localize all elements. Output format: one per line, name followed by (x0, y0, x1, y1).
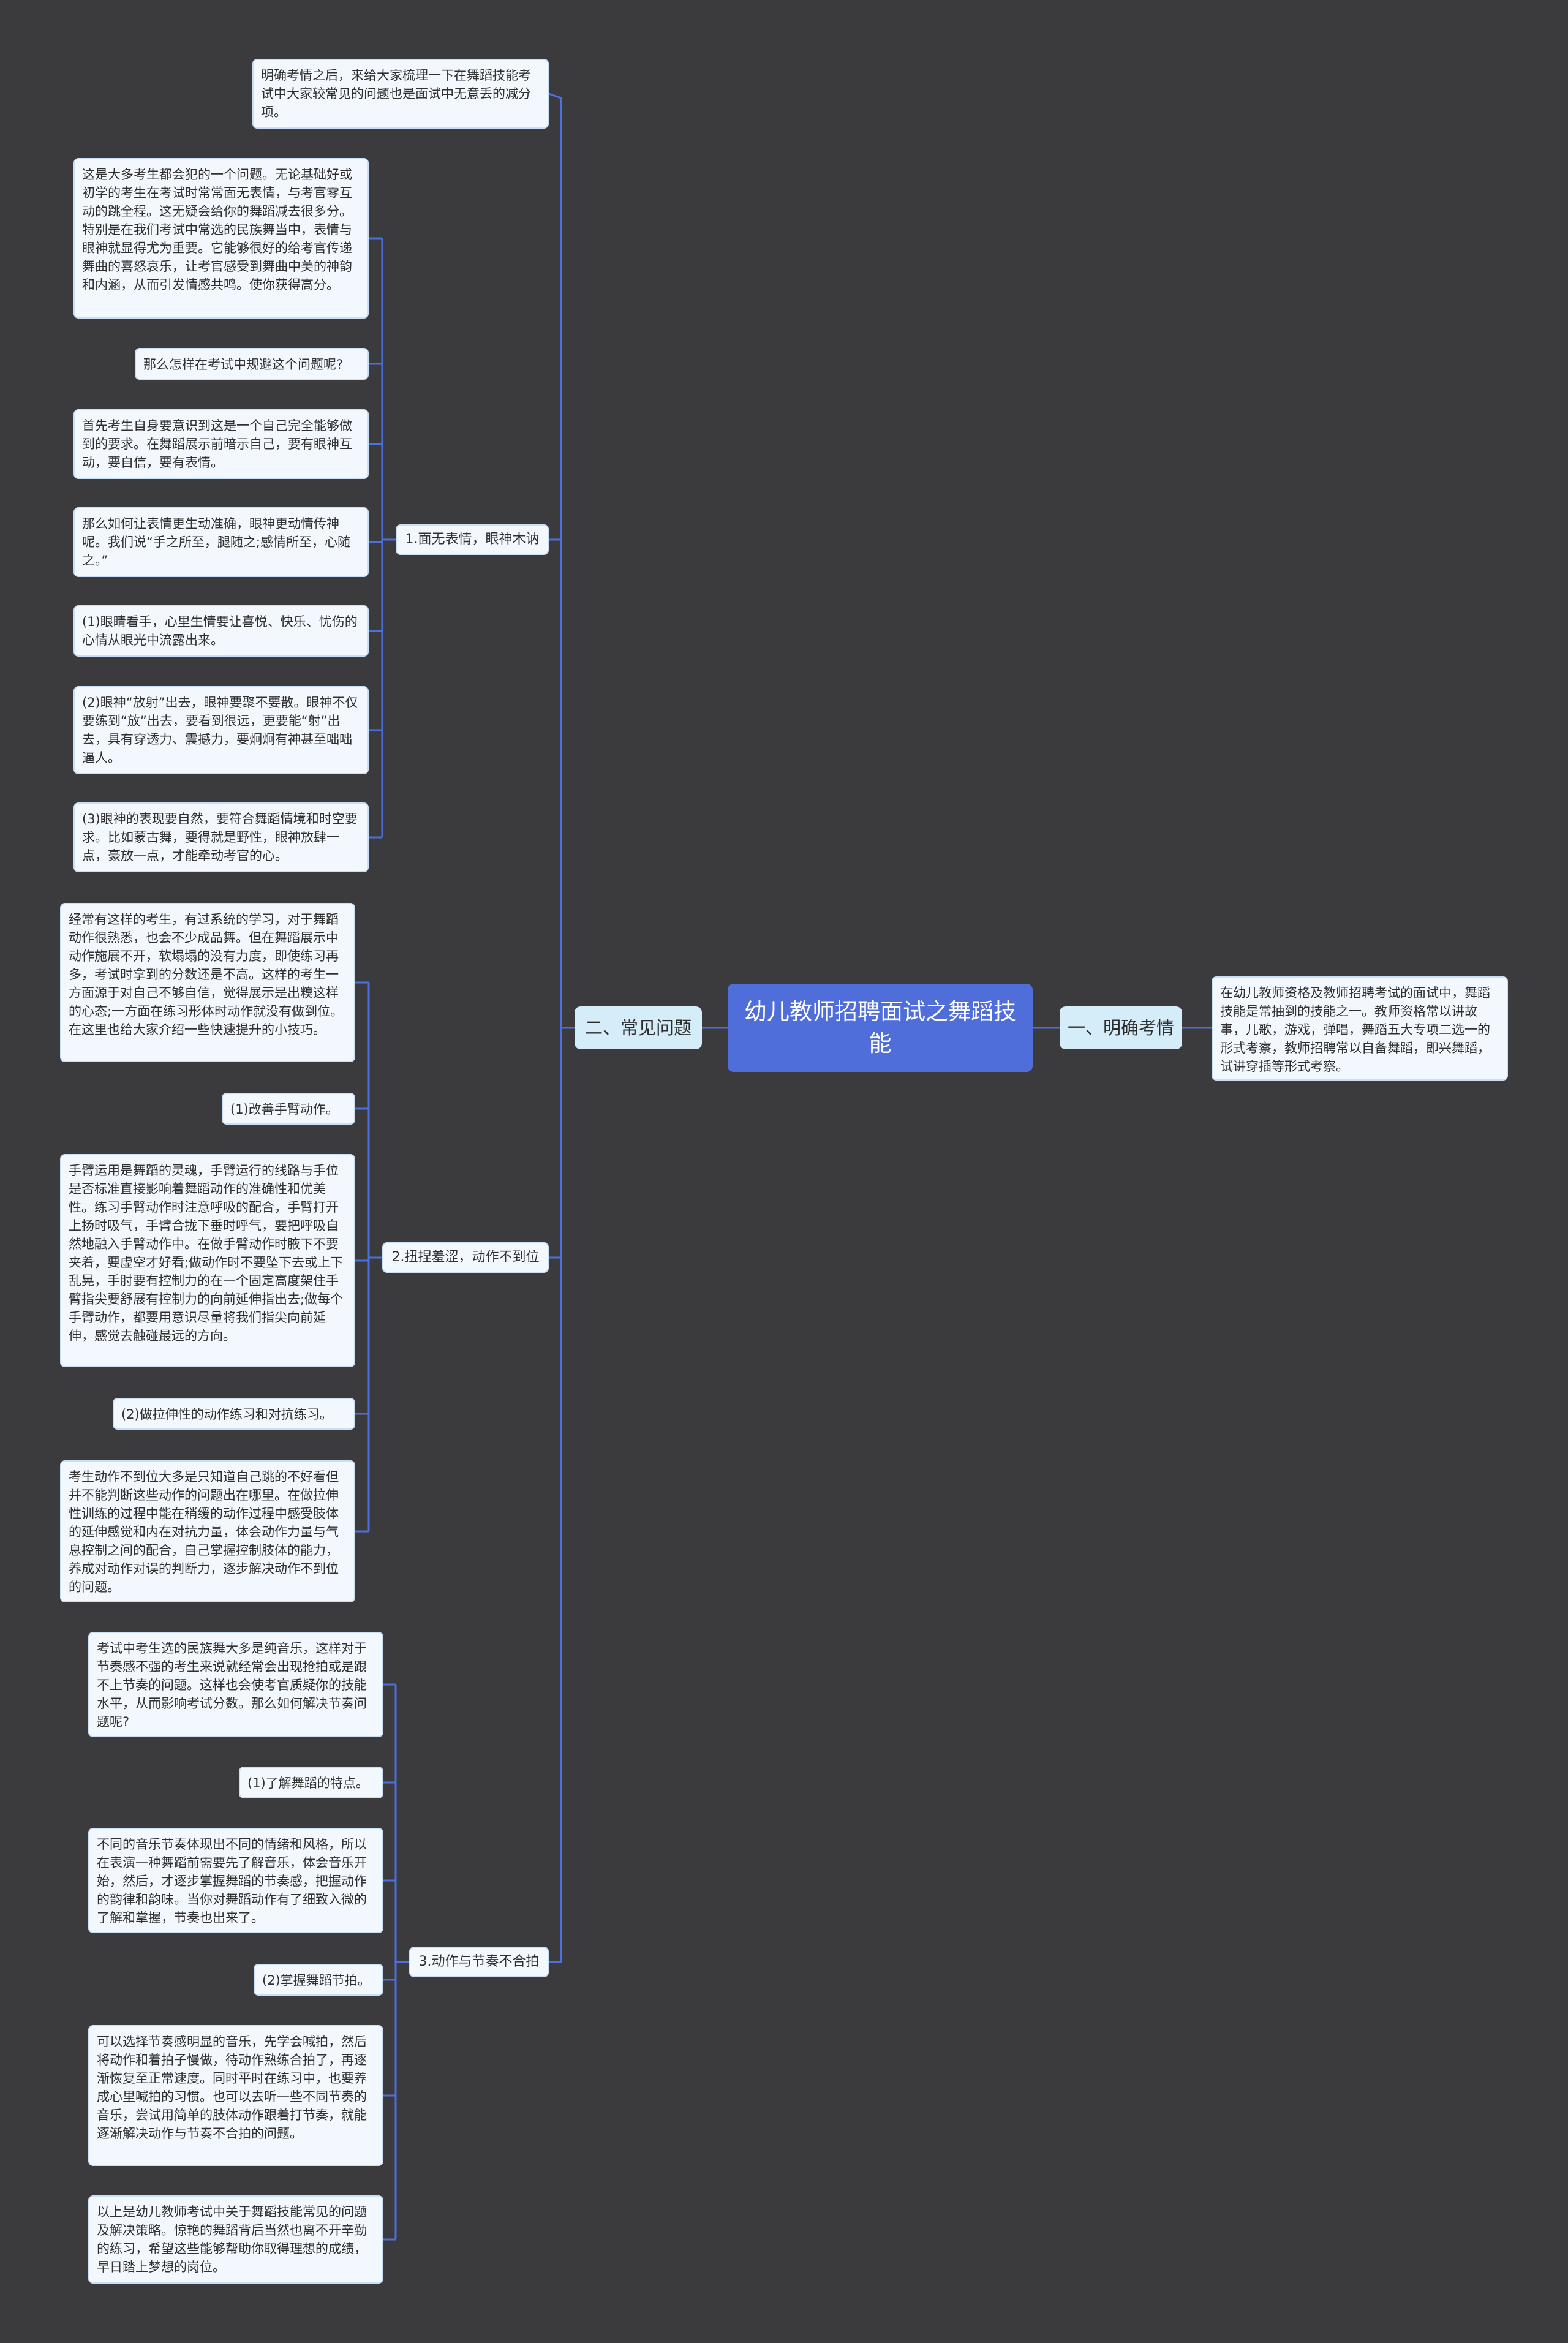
g1-item-problem-desc[interactable]: 这是大多考生都会犯的一个问题。无论基础好或初学的考生在考试时常常面无表情，与考官… (74, 158, 369, 319)
g3-item-text: 考试中考生选的民族舞大多是纯音乐，这样对于节奏感不强的考生来说就经常会出现抢拍或… (97, 1641, 367, 1729)
g2-item-text: 经常有这样的考生，有过系统的学习，对于舞蹈动作很熟悉，也会不少成品舞。但在舞蹈展… (69, 912, 344, 1037)
connector-left-spine (548, 92, 575, 1029)
g1-item-text: 这是大多考生都会犯的一个问题。无论基础好或初学的考生在考试时常常面无表情，与考官… (82, 167, 352, 292)
g2-item-stretch-practice[interactable]: (2)做拉伸性的动作练习和对抗练习。 (113, 1398, 355, 1430)
group-expressionless[interactable]: 1.面无表情，眼神木讷 (396, 524, 549, 555)
g3-item-text: 可以选择节奏感明显的音乐，先学会喊拍，然后将动作和着拍子慢做，待动作熟练合拍了，… (97, 2034, 367, 2141)
g3-item-text: (1)了解舞蹈的特点。 (247, 1776, 369, 1790)
branch-clarify-exam-label: 一、明确考情 (1067, 1017, 1174, 1038)
g2-item-improve-arms[interactable]: (1)改善手臂动作。 (222, 1093, 355, 1125)
g3-item-summary[interactable]: 以上是幼儿教师考试中关于舞蹈技能常见的问题及解决策略。惊艳的舞蹈背后当然也离不开… (88, 2195, 383, 2284)
g1-item-text: 首先考生自身要意识到这是一个自己完全能够做到的要求。在舞蹈展示前暗示自己，要有眼… (82, 418, 352, 470)
g2-item-arm-technique[interactable]: 手臂运用是舞蹈的灵魂，手臂运行的线路与手位是否标准直接影响着舞蹈动作的准确性和优… (60, 1154, 355, 1367)
g2-item-problem-desc[interactable]: 经常有这样的考生，有过系统的学习，对于舞蹈动作很熟悉，也会不少成品舞。但在舞蹈展… (60, 903, 355, 1062)
root-topic[interactable]: 幼儿教师招聘面试之舞蹈技能 (728, 984, 1033, 1072)
g3-item-problem-desc[interactable]: 考试中考生选的民族舞大多是纯音乐，这样对于节奏感不强的考生来说就经常会出现抢拍或… (88, 1632, 383, 1737)
g3-item-text: 不同的音乐节奏体现出不同的情绪和风格，所以在表演一种舞蹈前需要先了解音乐，体会音… (97, 1837, 367, 1925)
group-expressionless-label: 1.面无表情，眼神木讷 (405, 532, 540, 547)
group-shy-movements[interactable]: 2.扭捏羞涩，动作不到位 (382, 1242, 549, 1273)
g3-item-text: (2)掌握舞蹈节拍。 (262, 1973, 371, 1988)
g1-item-awareness[interactable]: 首先考生自身要意识到这是一个自己完全能够做到的要求。在舞蹈展示前暗示自己，要有眼… (74, 409, 369, 479)
g1-item-text: (2)眼神“放射”出去，眼神要聚不要散。眼神不仅要练到“放”出去，要看到很远，更… (82, 695, 358, 765)
g2-item-text: 手臂运用是舞蹈的灵魂，手臂运行的线路与手位是否标准直接影响着舞蹈动作的准确性和优… (69, 1163, 344, 1343)
connector-left-spine-down (549, 1028, 562, 1963)
g3-item-text: 以上是幼儿教师考试中关于舞蹈技能常见的问题及解决策略。惊艳的舞蹈背后当然也离不开… (97, 2205, 367, 2274)
g3-item-beat-practice[interactable]: 可以选择节奏感明显的音乐，先学会喊拍，然后将动作和着拍子慢做，待动作熟练合拍了，… (88, 2025, 383, 2166)
g3-item-master-beat[interactable]: (2)掌握舞蹈节拍。 (254, 1964, 383, 1996)
g1-item-vivid-expression[interactable]: 那么如何让表情更生动准确，眼神更动情传神呢。我们说“手之所至，腿随之;感情所至，… (74, 507, 369, 577)
g1-item-text: 那么如何让表情更生动准确，眼神更动情传神呢。我们说“手之所至，腿随之;感情所至，… (82, 516, 350, 568)
g2-item-text: 考生动作不到位大多是只知道自己跳的不好看但并不能判断这些动作的问题出在哪里。在做… (69, 1470, 339, 1594)
branch-common-problems[interactable]: 二、常见问题 (575, 1006, 702, 1049)
g2-item-text: (1)改善手臂动作。 (230, 1102, 339, 1117)
g3-item-music-style[interactable]: 不同的音乐节奏体现出不同的情绪和风格，所以在表演一种舞蹈前需要先了解音乐，体会音… (88, 1828, 383, 1933)
branch-clarify-exam[interactable]: 一、明确考情 (1060, 1006, 1182, 1049)
g1-item-text: 那么怎样在考试中规避这个问题呢? (143, 357, 344, 372)
group-rhythm-label: 3.动作与节奏不合拍 (418, 1954, 540, 1969)
g1-item-eyes-project[interactable]: (2)眼神“放射”出去，眼神要聚不要散。眼神不仅要练到“放”出去，要看到很远，更… (74, 686, 369, 774)
exam-overview-note[interactable]: 在幼儿教师资格及教师招聘考试的面试中，舞蹈技能是常抽到的技能之一。教师资格常以讲… (1212, 976, 1508, 1081)
g1-item-eyes-watch-hands[interactable]: (1)眼睛看手，心里生情要让喜悦、快乐、忧伤的心情从眼光中流露出来。 (74, 605, 369, 657)
exam-overview-text: 在幼儿教师资格及教师招聘考试的面试中，舞蹈技能是常抽到的技能之一。教师资格常以讲… (1220, 986, 1490, 1074)
g2-item-stretch-detail[interactable]: 考生动作不到位大多是只知道自己跳的不好看但并不能判断这些动作的问题出在哪里。在做… (60, 1460, 355, 1602)
intro-note[interactable]: 明确考情之后，来给大家梳理一下在舞蹈技能考试中大家较常见的问题也是面试中无意丢的… (252, 59, 549, 129)
group-shy-movements-label: 2.扭捏羞涩，动作不到位 (391, 1250, 540, 1265)
g2-item-text: (2)做拉伸性的动作练习和对抗练习。 (121, 1407, 333, 1422)
group-rhythm[interactable]: 3.动作与节奏不合拍 (409, 1947, 549, 1977)
g3-item-understand-dance[interactable]: (1)了解舞蹈的特点。 (239, 1767, 383, 1798)
g1-item-natural-eyes[interactable]: (3)眼神的表现要自然，要符合舞蹈情境和时空要求。比如蒙古舞，要得就是野性，眼神… (74, 802, 369, 872)
g1-item-text: (1)眼睛看手，心里生情要让喜悦、快乐、忧伤的心情从眼光中流露出来。 (82, 614, 358, 647)
intro-note-text: 明确考情之后，来给大家梳理一下在舞蹈技能考试中大家较常见的问题也是面试中无意丢的… (261, 68, 531, 119)
g1-item-text: (3)眼神的表现要自然，要符合舞蹈情境和时空要求。比如蒙古舞，要得就是野性，眼神… (82, 812, 358, 863)
root-topic-text: 幼儿教师招聘面试之舞蹈技能 (744, 998, 1016, 1057)
branch-common-problems-label: 二、常见问题 (584, 1017, 692, 1038)
g1-item-how-avoid[interactable]: 那么怎样在考试中规避这个问题呢? (135, 348, 369, 380)
